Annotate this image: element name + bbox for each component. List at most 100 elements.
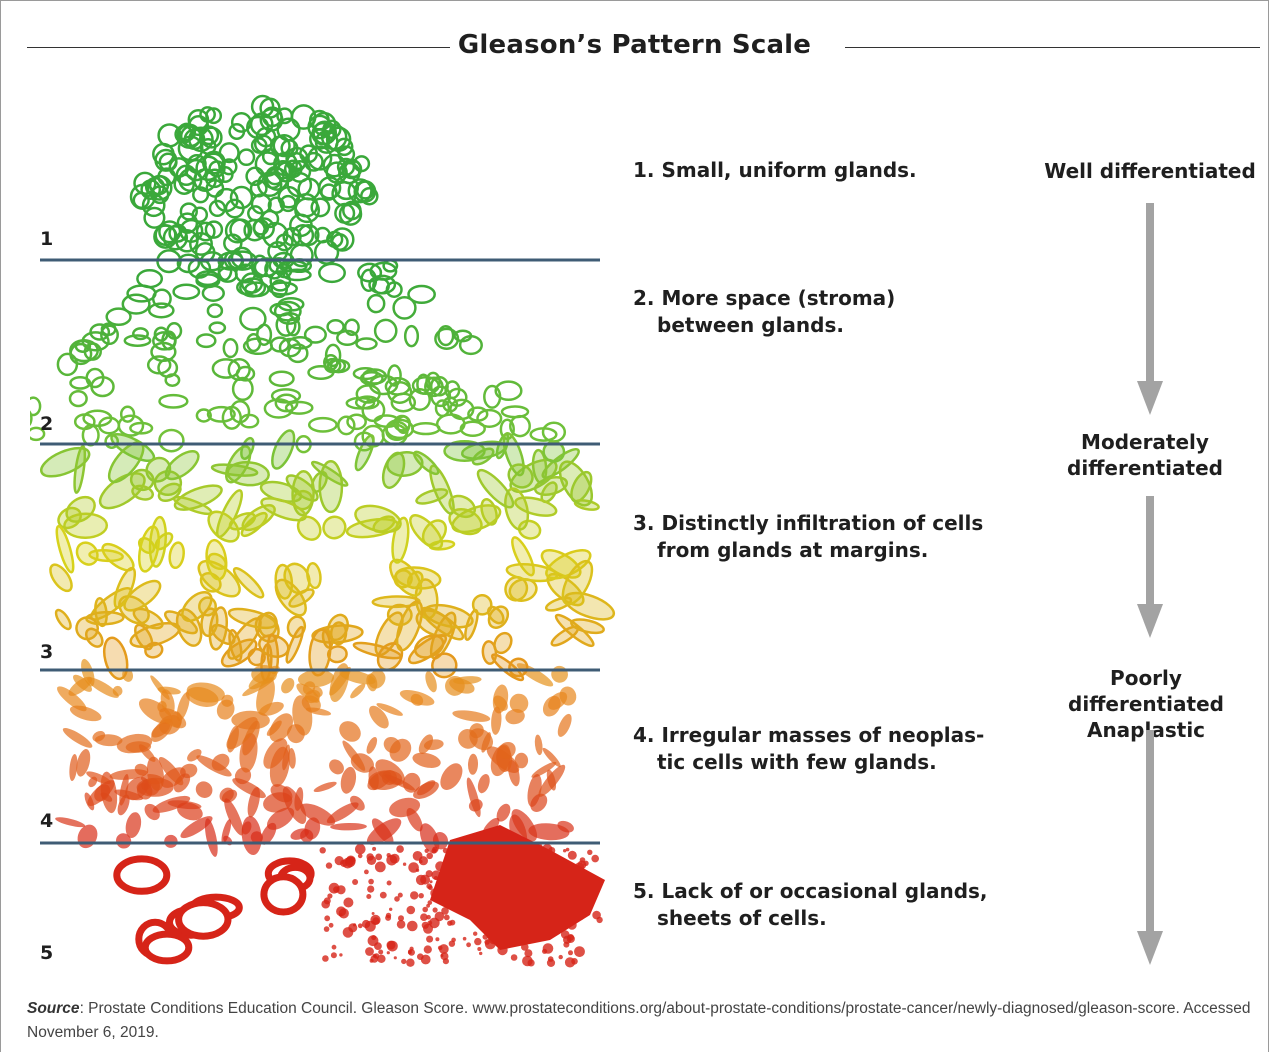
gland (354, 504, 402, 534)
cell-mass (68, 676, 93, 696)
gland (164, 373, 181, 387)
gland (312, 120, 338, 146)
gland (129, 421, 154, 435)
gland (324, 343, 342, 368)
gland (100, 324, 119, 346)
gland (158, 393, 189, 409)
gleason-histology-illustration (30, 94, 616, 968)
gland (252, 218, 270, 236)
tumor-cell (377, 954, 386, 963)
tumor-cell (323, 926, 330, 932)
cell-mass (477, 774, 490, 794)
gland (429, 464, 455, 515)
gland (291, 470, 315, 517)
cell-mass (138, 744, 156, 762)
level-number-1: 1 (40, 228, 54, 250)
gland (408, 388, 431, 411)
gland (373, 318, 398, 343)
tumor-cell (510, 954, 518, 961)
tumor-cell (319, 847, 326, 854)
gland (63, 512, 109, 539)
gland (345, 396, 376, 410)
gland (229, 400, 251, 424)
gland (285, 146, 309, 171)
tumor-cell (336, 906, 347, 917)
cell-mass (241, 821, 252, 835)
cell-mass (247, 786, 260, 818)
gland (69, 338, 99, 363)
cell-mass (511, 809, 538, 842)
gland (407, 633, 448, 665)
gland (410, 421, 441, 436)
cell-mass (269, 713, 294, 742)
gland (174, 124, 194, 144)
tumor-cell (396, 845, 404, 853)
gland (514, 496, 558, 517)
cell-mass (330, 822, 367, 831)
tumor-cell (542, 943, 554, 954)
gland (392, 296, 417, 320)
gland (30, 396, 42, 417)
gland (68, 389, 88, 408)
tumor-cell (324, 915, 331, 922)
cell-mass (196, 755, 232, 777)
tumor-cell (386, 880, 392, 886)
gland (69, 376, 92, 390)
gland (329, 621, 348, 646)
tumor-cell (406, 958, 415, 967)
cell-mass (339, 669, 376, 685)
gland (334, 137, 354, 157)
gland (164, 450, 200, 481)
gland (172, 283, 201, 300)
cell-mass (366, 736, 378, 754)
tumor-cell (448, 940, 456, 947)
gland (322, 515, 347, 540)
cell-mass (263, 738, 288, 769)
tumor-cell (331, 944, 337, 950)
gland (507, 463, 534, 489)
gland (487, 605, 505, 625)
tumor-cell (364, 869, 369, 875)
cell-mass (452, 710, 491, 722)
cell-mass (542, 695, 561, 717)
cell-mass (119, 773, 129, 806)
tumor-cell (426, 852, 434, 860)
gland (242, 337, 273, 356)
gland (287, 343, 309, 364)
level-number-4: 4 (40, 810, 54, 832)
tumor-cell (322, 955, 329, 962)
cell-mass (440, 763, 463, 790)
gland (267, 196, 285, 214)
cell-mass (498, 741, 516, 760)
gland (336, 329, 359, 347)
cell-mass (466, 777, 481, 818)
gland (65, 495, 96, 523)
gland (136, 269, 164, 289)
cell-mass (383, 736, 401, 754)
gland (211, 358, 241, 379)
cell-mass (186, 682, 225, 703)
tumor-cell (357, 853, 363, 859)
gland (260, 873, 307, 916)
gland (237, 148, 256, 167)
gland (406, 570, 424, 590)
tumor-cell (350, 857, 356, 863)
gland (493, 631, 513, 655)
gland (175, 899, 232, 940)
cell-sheet (430, 825, 605, 950)
cell-mass (288, 748, 296, 769)
gland (179, 218, 204, 243)
level-number-2: 2 (40, 413, 54, 435)
cell-mass (221, 694, 234, 707)
cell-mass (224, 798, 244, 836)
gland (343, 318, 360, 336)
gland (268, 370, 295, 387)
gland (147, 302, 175, 319)
gland (471, 593, 493, 616)
gland (303, 325, 327, 344)
tumor-cell (386, 951, 390, 955)
tumor-cell (379, 891, 387, 899)
tumor-cell (417, 953, 424, 960)
gland (132, 607, 164, 630)
cell-mass (542, 747, 561, 768)
